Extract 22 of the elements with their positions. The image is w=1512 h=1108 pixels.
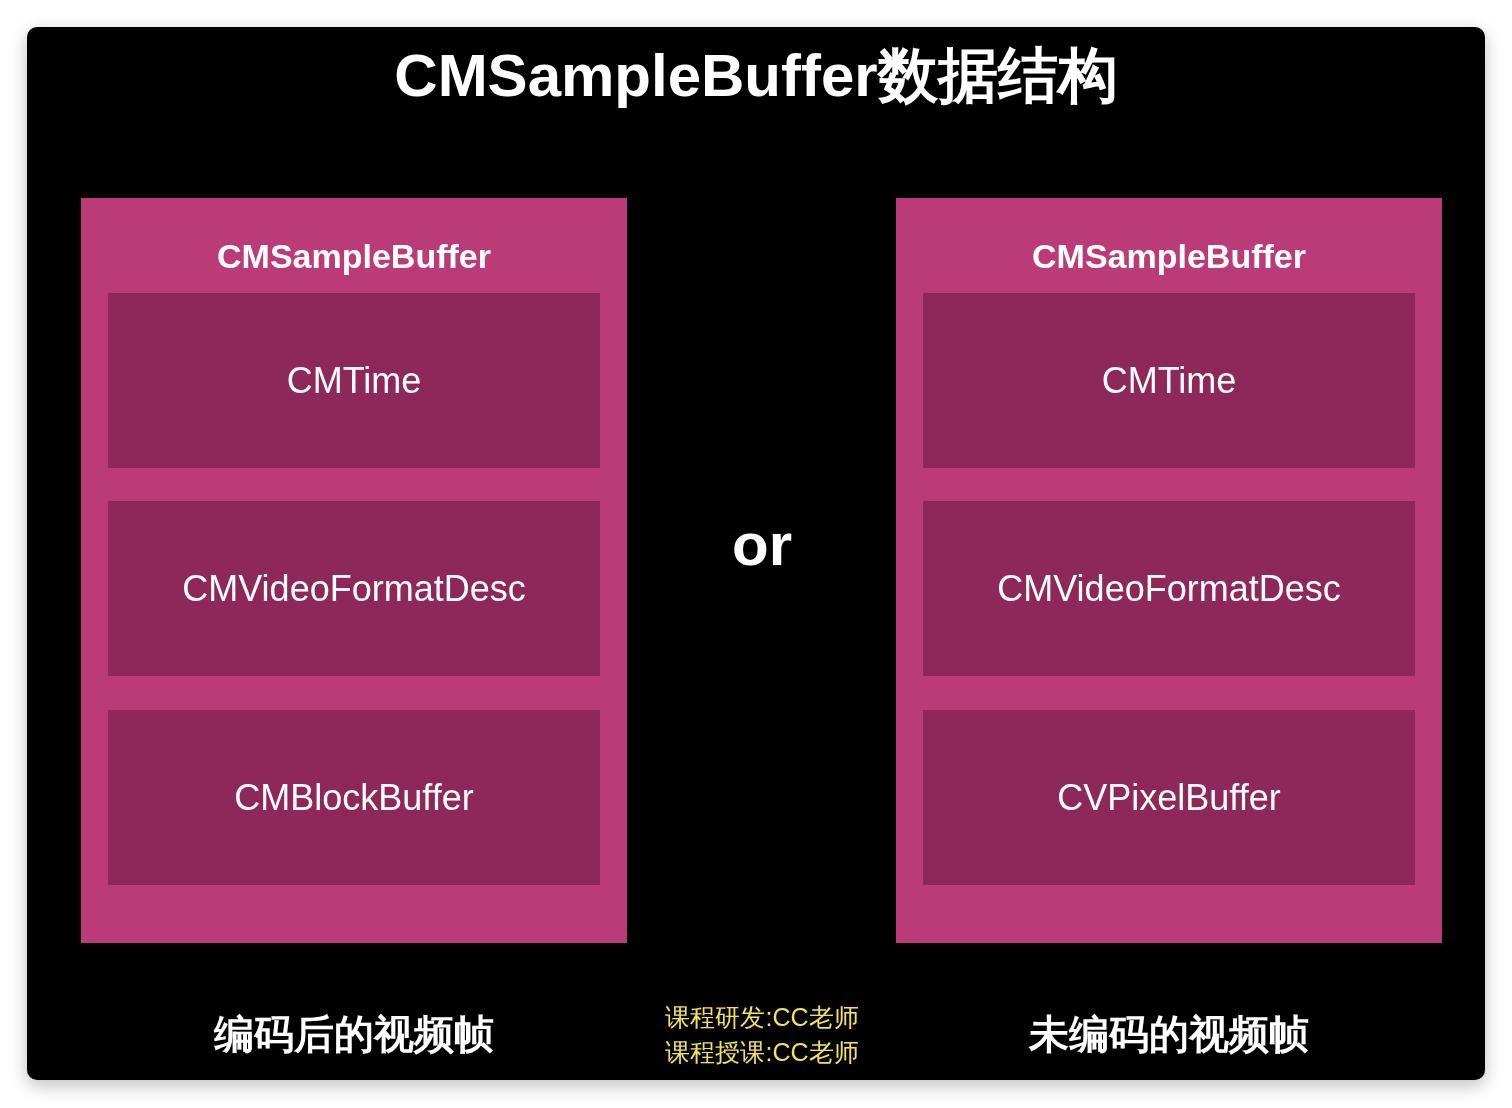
container-heading: CMSampleBuffer: [217, 236, 491, 277]
field-name: CMBlockBuffer: [234, 775, 474, 820]
frame-type-label: 未编码的视频帧: [1029, 1011, 1309, 1058]
container-box: [896, 198, 1442, 943]
field-box: [923, 501, 1415, 676]
field-box: [923, 710, 1415, 885]
field-name: CMTime: [1101, 358, 1237, 403]
frame-type-label: 编码后的视频帧: [214, 1011, 494, 1058]
container-heading: CMSampleBuffer: [1032, 236, 1306, 277]
field-box: [108, 710, 600, 885]
field-box: [923, 293, 1415, 468]
field-name: CVPixelBuffer: [1057, 775, 1281, 820]
credit-note: 课程授课:CC老师: [665, 1037, 859, 1068]
field-name: CMVideoFormatDesc: [997, 566, 1341, 611]
field-name: CMVideoFormatDesc: [182, 566, 526, 611]
credit-note: 课程研发:CC老师: [665, 1002, 859, 1033]
diagram-title: CMSampleBuffer数据结构: [394, 41, 1118, 111]
field-box: [108, 293, 600, 468]
separator-word: or: [732, 510, 792, 580]
field-box: [108, 501, 600, 676]
field-name: CMTime: [286, 358, 422, 403]
container-box: [81, 198, 627, 943]
